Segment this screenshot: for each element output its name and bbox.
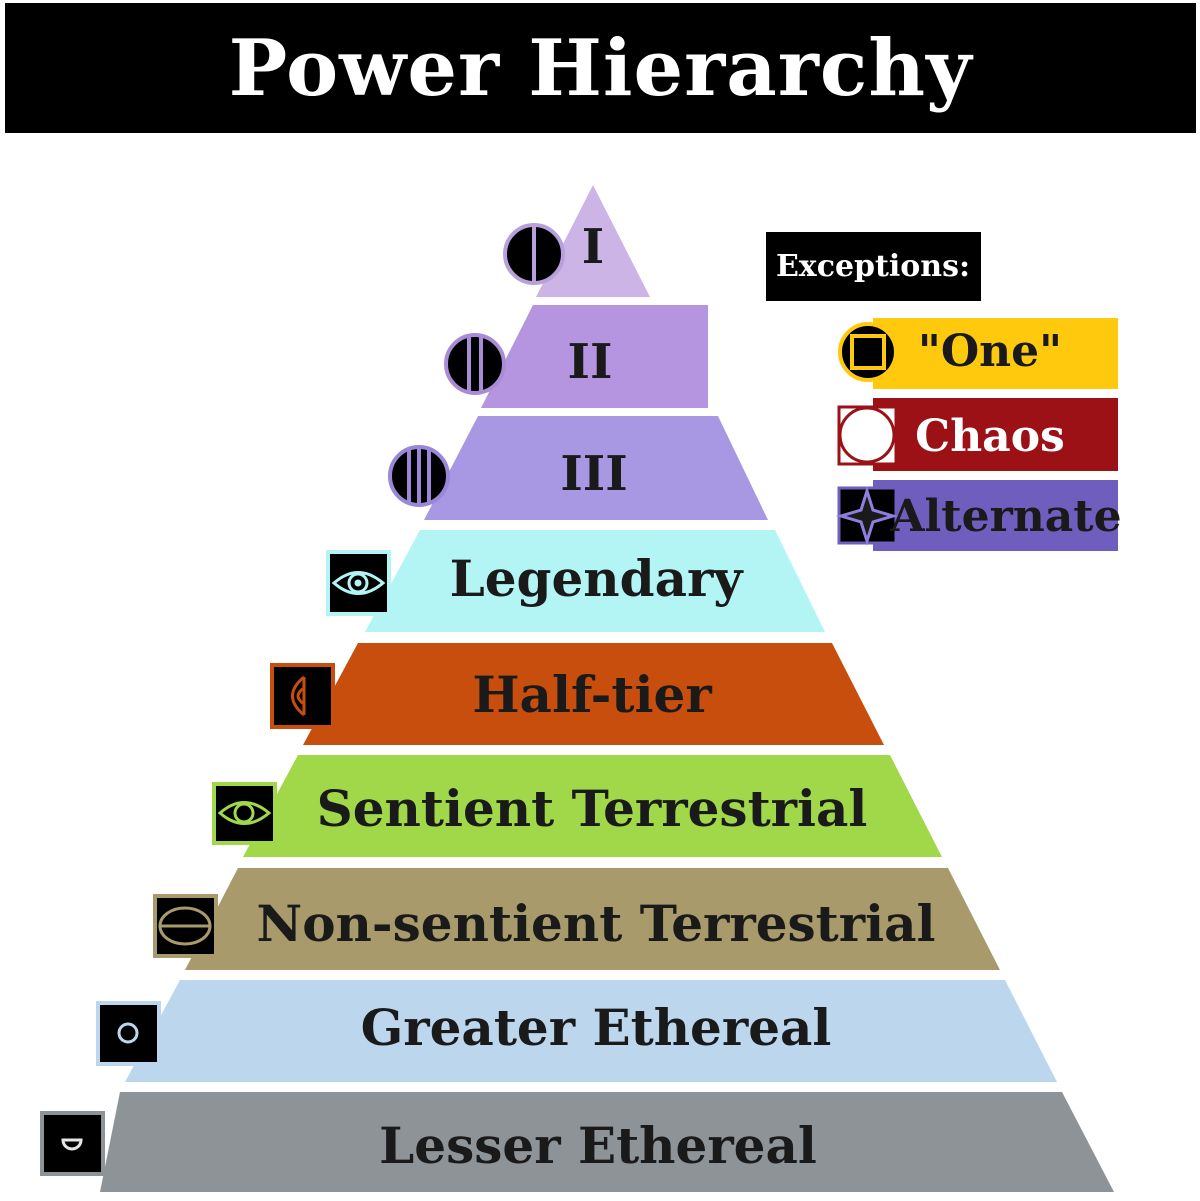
tier-band-lesser-ethereal [100,1092,1114,1192]
tier-label-ii: II [568,334,613,390]
title-bar: Power Hierarchy [5,3,1196,133]
tier-band-iii [424,416,768,520]
page-title: Power Hierarchy [228,22,973,114]
concentric-eye-icon [326,550,391,616]
four-point-star-icon [835,486,899,546]
exception-one-swatch [873,318,1118,389]
one-line-circle-icon [503,223,565,285]
tier-band-greater-ethereal [125,980,1057,1082]
lens-icon [153,894,218,958]
half-eye-icon [270,663,335,729]
tier-label-half-tier: Half-tier [472,665,712,724]
tier-label-i: I [582,219,604,275]
square-in-circle-icon [838,322,898,382]
two-line-circle-icon [444,333,506,395]
eye-icon [212,782,277,845]
exceptions-heading-box [766,232,981,301]
tier-band-legendary [365,530,825,632]
exceptions-heading: Exceptions: [776,249,970,284]
tier-band-non-sentient-terrestrial [185,868,1000,970]
tier-label-non-sentient-terrestrial: Non-sentient Terrestrial [257,894,936,953]
tier-label-legendary: Legendary [450,549,745,608]
exception-one-label: "One" [918,326,1062,377]
white-circle-icon [837,405,898,466]
three-line-circle-icon [388,445,450,507]
exception-alternate-swatch [873,480,1118,551]
small-circle-icon [96,1001,161,1066]
tier-label-sentient-terrestrial: Sentient Terrestrial [317,779,868,838]
exception-alternate-label: Alternate [889,491,1121,542]
tier-label-iii: III [560,446,627,502]
tier-band-ii [481,305,708,408]
exception-chaos-label: Chaos [915,411,1065,462]
tier-band-i [536,185,650,297]
tier-band-sentient-terrestrial [243,755,942,857]
tier-label-lesser-ethereal: Lesser Ethereal [379,1116,817,1175]
half-circle-icon [40,1111,105,1176]
exception-chaos-swatch [873,398,1118,471]
tier-label-greater-ethereal: Greater Ethereal [361,998,832,1057]
tier-band-half-tier [303,643,884,745]
